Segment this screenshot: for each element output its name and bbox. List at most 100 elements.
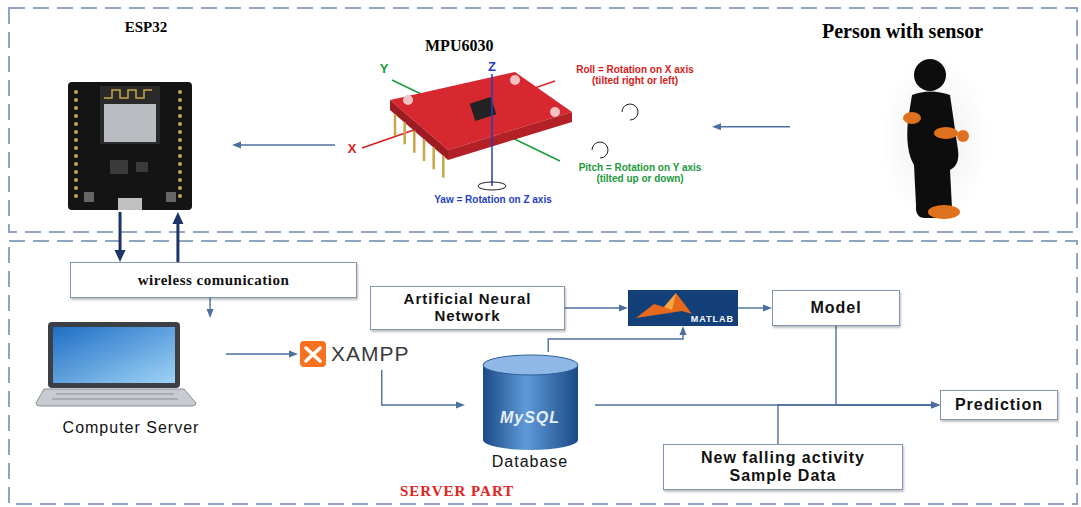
xampp-logo-drawing — [300, 341, 326, 367]
esp32-drawing — [72, 88, 80, 200]
axis-label: Y — [378, 62, 390, 76]
database-drawing — [483, 365, 578, 450]
laptop-icon: Computer Server — [36, 318, 226, 440]
mpu-drawing — [622, 104, 638, 120]
mpu-drawing — [550, 107, 560, 117]
connector — [232, 141, 335, 148]
person-drawing — [880, 56, 990, 224]
database-cylinder: MySQLDatabase — [465, 352, 595, 474]
mpu-drawing — [432, 147, 435, 169]
mpu-drawing — [442, 156, 445, 178]
laptop-drawing — [52, 399, 178, 400]
node-text: Prediction — [955, 396, 1043, 414]
esp32-drawing — [176, 88, 184, 200]
server-panel: SERVER PART wireless comunicationComputer… — [8, 240, 1078, 505]
node-text: New falling activity Sample Data — [688, 449, 878, 485]
mpu-drawing — [390, 72, 572, 150]
mpu-drawing — [510, 75, 520, 85]
esp32-drawing — [110, 160, 128, 174]
connector — [836, 326, 940, 409]
sensor-module: MPU6030 — [335, 35, 712, 215]
person-drawing — [914, 59, 946, 91]
esp32-drawing — [84, 192, 94, 202]
connector-line — [209, 298, 210, 311]
node-text: XAMPP — [331, 342, 410, 366]
process-box: wireless comunication — [70, 262, 357, 298]
connector-line — [778, 405, 933, 444]
panel-border — [9, 8, 1077, 232]
connector-line — [119, 212, 122, 252]
database-drawing — [483, 355, 578, 375]
node-text: SERVER PART — [400, 483, 514, 500]
axis-note: Pitch = Rotation on Y axis (tilted up or… — [572, 162, 708, 184]
connector-line — [565, 307, 621, 308]
connector — [548, 326, 686, 352]
connector-line — [382, 370, 458, 405]
person-drawing — [880, 56, 990, 224]
node-text: MATLAB — [691, 314, 734, 324]
arrow-head — [712, 123, 721, 130]
connector-line — [176, 222, 179, 262]
mpu-drawing — [592, 142, 608, 158]
node-text: MySQL — [500, 409, 560, 427]
esp32-drawing — [100, 86, 160, 144]
connector — [738, 305, 772, 312]
mpu-drawing — [403, 95, 413, 105]
arrow-head — [115, 250, 126, 262]
laptop-drawing — [48, 322, 180, 388]
esp32-drawing — [136, 162, 148, 172]
mpu-drawing — [390, 100, 448, 160]
node-text: MPU6030 — [425, 37, 493, 55]
connector-line — [239, 144, 335, 145]
person-figure: Person with sensor — [790, 16, 1015, 225]
connector — [712, 123, 790, 130]
connector-line — [226, 353, 291, 354]
node-text: ESP32 — [125, 19, 168, 36]
axis-note: Roll = Rotation on X axis (tilted right … — [565, 64, 705, 86]
connector — [207, 298, 214, 318]
matlab-logo-drawing — [636, 293, 692, 318]
mpu-drawing — [413, 131, 416, 153]
connector-line — [719, 126, 790, 127]
esp32-drawing — [118, 198, 142, 210]
arrow-head — [619, 305, 628, 312]
arrow-head — [172, 212, 183, 224]
output-box: Prediction — [940, 390, 1058, 420]
person-drawing — [907, 92, 958, 219]
arrow-head — [456, 401, 465, 408]
arrow-head — [680, 326, 687, 335]
arrow-head — [232, 141, 241, 148]
xampp-logo-drawing — [306, 348, 320, 361]
person-drawing — [934, 127, 958, 139]
person-drawing — [903, 112, 921, 124]
database-drawing — [483, 355, 578, 450]
person-drawing — [957, 130, 969, 142]
mpu-drawing — [403, 122, 406, 144]
esp32-drawing — [166, 192, 176, 202]
connector-line — [548, 333, 683, 352]
esp32-drawing — [104, 104, 156, 142]
arrow-head — [931, 402, 940, 409]
matlab-logo-drawing — [628, 290, 738, 326]
arrow-head — [207, 309, 214, 318]
xampp-logo-drawing — [300, 341, 326, 367]
node-text: wireless comunication — [138, 272, 289, 289]
laptop-drawing — [36, 389, 196, 406]
arrow-head — [931, 402, 940, 409]
connector — [172, 212, 183, 262]
arrow-head — [931, 402, 940, 409]
laptop-drawing — [36, 322, 196, 406]
esp32-drawing — [68, 82, 192, 210]
matlab-logo-drawing — [664, 293, 676, 310]
person-drawing — [928, 205, 960, 219]
connector-line — [836, 326, 933, 405]
input-box: New falling activity Sample Data — [663, 444, 903, 490]
mpu-drawing — [491, 74, 493, 186]
axis-label: Z — [486, 60, 498, 74]
matlab-logo-drawing — [628, 290, 738, 326]
arrow-head — [763, 305, 772, 312]
connector — [382, 370, 465, 408]
xampp-logo: XAMPP — [298, 338, 423, 370]
connector-line — [738, 307, 765, 308]
